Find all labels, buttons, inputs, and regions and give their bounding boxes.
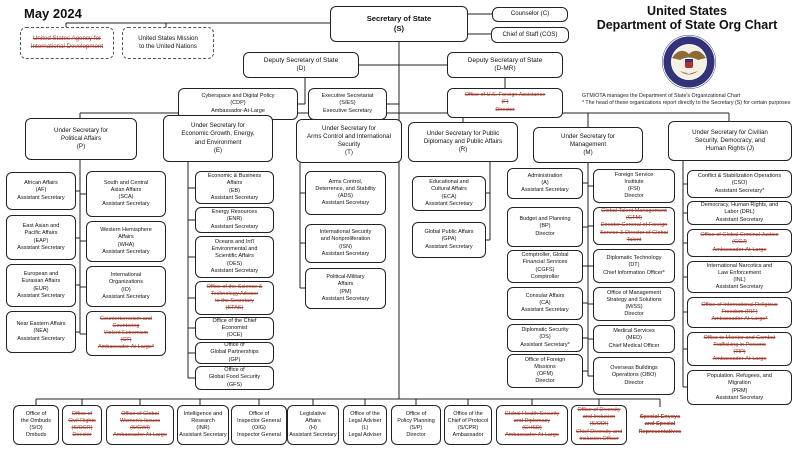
box-political-military: Political-Military Affairs (PM) Assistan… (305, 268, 386, 309)
box-secretary-of-state: Secretary of State (S) (330, 6, 468, 42)
box-foreign-service-institute: Foreign Service Institute (FSI) Director (593, 169, 675, 203)
box-foreign-missions: Office of Foreign Missions (OFM) Directo… (507, 354, 583, 388)
box-legislative-affairs: Legislative Affairs (H) Assistant Secret… (287, 405, 339, 445)
box-consular-affairs: Consular Affairs (CA) Assistant Secretar… (507, 287, 583, 320)
box-educational-cultural: Educational and Cultural Affairs (ECA) A… (412, 176, 486, 211)
box-east-asian-pacific: East Asian and Pacific Affairs (EAP) Ass… (6, 215, 76, 260)
box-global-health-security: Global Health Security and Diplomacy (GH… (496, 405, 568, 445)
box-civil-rights: Office of Civil Rights (S/OCR) Director (62, 405, 102, 445)
box-under-secretary-r: Under Secretary for Public Diplomacy and… (408, 122, 518, 162)
box-international-organizations: International Organizations (IO) Assista… (86, 266, 166, 307)
box-global-womens-issues: Office of Global Women's Issues (S/GWI) … (106, 405, 174, 445)
box-economic-business: Economic & Business Affairs (EB) Assista… (195, 171, 274, 204)
box-western-hemisphere: Western Hemisphere Affairs (WHA) Assista… (86, 221, 166, 262)
box-population-refugees-migration: Population, Refugees, and Migration (PRM… (687, 370, 792, 405)
box-under-secretary-m: Under Secretary for Management (M) (533, 127, 643, 163)
box-energy-resources: Energy Resources (ENR) Assistant Secreta… (195, 207, 274, 233)
box-usaid: United States Agency for International D… (20, 27, 114, 59)
box-budget-planning: Budget and Planning (BP) Director (507, 207, 583, 247)
box-arms-control-deterrence: Arms Control, Deterrence, and Stability … (305, 171, 386, 215)
box-science-technology-adviser: Office of the Science & Technology Advis… (195, 281, 274, 315)
box-under-secretary-t: Under Secretary for Arms Control and Int… (296, 119, 402, 163)
box-management-strategy-solutions: Office of Management Strategy and Soluti… (593, 287, 675, 321)
box-global-talent-management: Global Talent Management (GTM) Director … (593, 207, 675, 245)
box-global-public-affairs: Global Public Affairs (GPA) Assistant Se… (412, 222, 486, 258)
box-near-eastern: Near Eastern Affairs (NEA) Assistant Sec… (6, 311, 76, 353)
box-medical-services: Medical Services (MED) Chief Medical Off… (593, 325, 675, 353)
box-diplomatic-technology: Diplomatic Technology (DT) Chief Informa… (593, 249, 675, 283)
box-narcotics-law-enforcement: International Narcotics and Law Enforcem… (687, 261, 792, 293)
box-international-security-nonproliferation: International Security and Nonproliferat… (305, 224, 386, 263)
box-oceans-environment: Oceans and Int'l Environmental and Scien… (195, 236, 274, 278)
box-intelligence-research: Intelligence and Research (INR) Assistan… (177, 405, 229, 445)
box-counterterrorism: Counterterrorism and Countering Violent … (86, 311, 166, 356)
box-under-secretary-e: Under Secretary for Economic Growth, Ene… (163, 115, 273, 162)
box-deputy-secretary-d: Deputy Secretary of State (D) (243, 52, 359, 78)
box-democracy-human-rights: Democracy, Human Rights, and Labor (DRL)… (687, 201, 792, 225)
box-global-criminal-justice: Office of Global Criminal Justice (GCJ) … (687, 229, 792, 257)
box-administration: Administration (A) Assistant Secretary (507, 168, 583, 199)
box-counselor: Counselor (C) (492, 7, 568, 22)
box-south-central-asian: South and Central Asian Affairs (SCA) As… (86, 171, 166, 217)
box-international-religious-freedom: Office of International Religious Freedo… (687, 297, 792, 328)
box-diplomatic-security: Diplomatic Security (DS) Assistant Secre… (507, 324, 583, 352)
chart-title: United States Department of State Org Ch… (596, 4, 778, 33)
box-under-secretary-p: Under Secretary for Political Affairs (P… (25, 118, 137, 160)
footnote: GTM/OTA manages the Department of State'… (582, 93, 791, 106)
state-department-seal-icon (662, 35, 716, 89)
box-comptroller-global-financial: Comptroller, Global Financial Services (… (507, 250, 583, 283)
box-conflict-stabilization: Conflict & Stabilization Operations (CSO… (687, 170, 792, 198)
box-chief-economist: Office of the Chief Economist (OCE) (195, 317, 274, 340)
box-under-secretary-j: Under Secretary for Civilian Security, D… (668, 121, 792, 161)
date-label: May 2024 (24, 6, 82, 21)
box-foreign-assistance: Office of U.S. Foreign Assistance (F) Di… (447, 88, 563, 118)
box-trafficking-in-persons: Office to Monitor and Combat Trafficking… (687, 332, 792, 366)
box-african-affairs: African Affairs (AF) Assistant Secretary (6, 172, 76, 210)
box-special-envoys: Special Envoys and Special Representativ… (638, 414, 682, 435)
box-european-eurasian: European and Eurasian Affairs (EUR) Assi… (6, 264, 76, 307)
box-diversity-inclusion: Office of Diversity and Inclusion (S/ODI… (571, 405, 627, 445)
box-legal-adviser: Office of the Legal Adviser (L) Legal Ad… (343, 405, 387, 445)
box-global-food-security: Office of Global Food Security (GFS) (195, 366, 274, 390)
box-chief-of-protocol: Office of the Chief of Protocol (S/CPR) … (444, 405, 492, 445)
box-global-partnerships: Office of Global Partnerships (GP) (195, 342, 274, 364)
box-us-mission-un: United States Mission to the United Nati… (122, 27, 214, 59)
box-overseas-buildings: Overseas Buildings Operations (OBO) Dire… (593, 357, 675, 395)
box-inspector-general: Office of Inspector General (OIG) Inspec… (231, 405, 287, 445)
box-deputy-secretary-dmr: Deputy Secretary of State (D-MR) (447, 52, 563, 78)
box-executive-secretariat: Executive Secretariat (S/ES) Executive S… (308, 88, 387, 120)
box-chief-of-staff: Chief of Staff (COS) (491, 27, 569, 43)
box-policy-planning: Office of Policy Planning (S/P) Director (391, 405, 441, 445)
box-ombuds: Office of the Ombuds (S/O) Ombuds (13, 405, 59, 445)
